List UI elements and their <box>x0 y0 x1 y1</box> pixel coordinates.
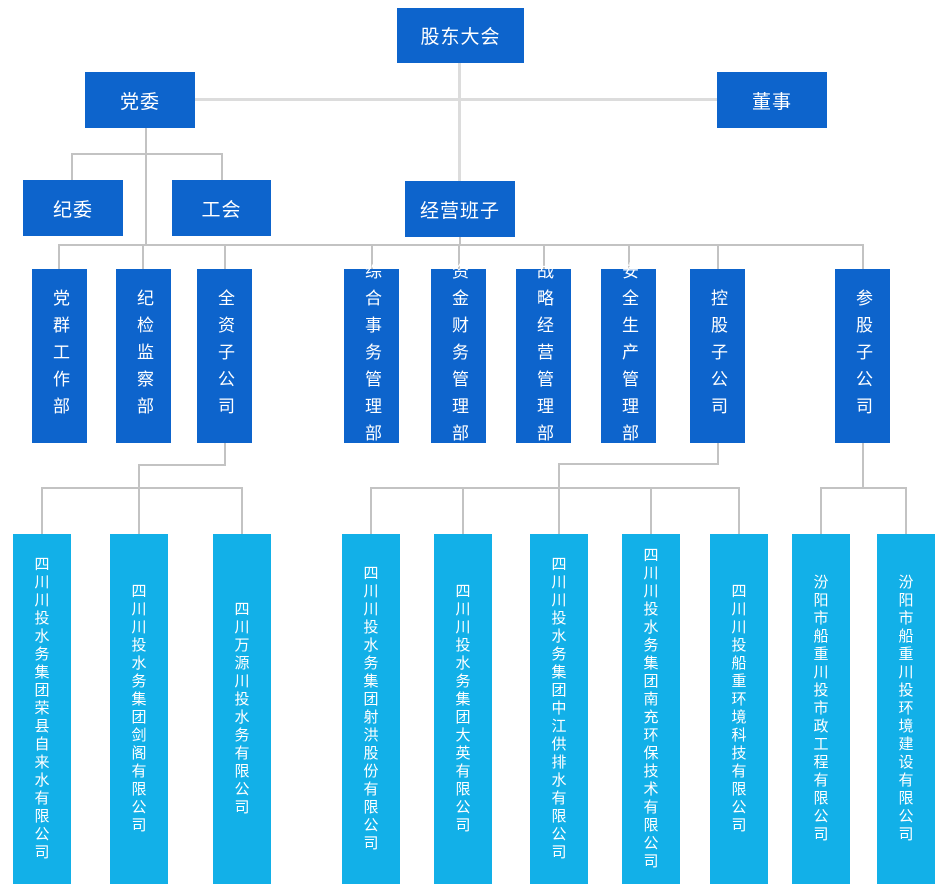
node-holding-subsidiaries: 控股子公司 <box>690 269 745 443</box>
connector-to-discipline <box>71 153 73 180</box>
node-label: 参股子公司 <box>852 288 872 424</box>
connector-stub-dept-4 <box>371 244 373 269</box>
node-label: 汾阳市船重川投环境建设有限公司 <box>896 574 915 844</box>
connector-stub-dept-2 <box>142 244 144 269</box>
node-label: 资金财务管理部 <box>448 261 468 451</box>
connector-wholly-down <box>224 443 226 465</box>
node-equity-subsidiaries: 参股子公司 <box>835 269 890 443</box>
node-label: 董事 <box>751 90 792 113</box>
node-label: 全资子公司 <box>214 288 234 424</box>
connector-stub-sub-9 <box>820 487 822 534</box>
node-label: 工会 <box>201 198 242 221</box>
connector-root-management <box>458 63 461 181</box>
node-wholly-owned-subsidiaries: 全资子公司 <box>197 269 252 443</box>
node-label: 四川川投水务集团荣县自来水有限公司 <box>32 556 51 862</box>
node-subsidiary-8: 四川川投船重环境科技有限公司 <box>710 534 768 884</box>
connector-party-branch <box>71 153 223 155</box>
node-dept-strategy: 战略经营管理部 <box>516 262 571 451</box>
node-label: 党委 <box>119 90 160 113</box>
node-label: 安全生产管理部 <box>618 261 638 451</box>
connector-wholly-jog-h <box>138 464 226 466</box>
connector-stub-sub-3 <box>241 487 243 534</box>
connector-stub-sub-6 <box>558 487 560 534</box>
node-label: 四川川投水务集团南充环保技术有限公司 <box>641 547 660 871</box>
node-label: 汾阳市船重川投市政工程有限公司 <box>811 574 830 844</box>
connector-stub-dept-9 <box>862 244 864 269</box>
connector-party-down <box>145 128 147 246</box>
connector-equity-rail <box>820 487 906 489</box>
node-label: 四川川投水务集团中江供排水有限公司 <box>549 556 568 862</box>
connector-holding-jog-v <box>558 463 560 488</box>
connector-stub-sub-10 <box>905 487 907 534</box>
connector-wholly-rail <box>41 487 243 489</box>
node-subsidiary-4: 四川川投水务集团射洪股份有限公司 <box>342 534 400 884</box>
connector-management-down <box>459 237 461 246</box>
connector-stub-dept-7 <box>628 244 630 269</box>
connector-stub-sub-2 <box>138 487 140 534</box>
node-subsidiary-5: 四川川投水务集团大英有限公司 <box>434 534 492 884</box>
node-subsidiary-1: 四川川投水务集团荣县自来水有限公司 <box>13 534 71 884</box>
node-label: 四川川投船重环境科技有限公司 <box>729 583 748 835</box>
node-label: 四川川投水务集团大英有限公司 <box>453 583 472 835</box>
connector-holding-down <box>717 443 719 464</box>
node-label: 四川万源川投水务有限公司 <box>232 601 251 817</box>
connector-stub-sub-5 <box>462 487 464 534</box>
connector-stub-sub-8 <box>738 487 740 534</box>
node-subsidiary-9: 汾阳市船重川投市政工程有限公司 <box>792 534 850 884</box>
connector-stub-sub-4 <box>370 487 372 534</box>
node-label: 纪检监察部 <box>133 288 153 424</box>
node-label: 控股子公司 <box>707 288 727 424</box>
connector-to-union <box>221 153 223 180</box>
connector-departments-rail <box>58 244 864 246</box>
connector-stub-sub-1 <box>41 487 43 534</box>
connector-stub-sub-7 <box>650 487 652 534</box>
node-management-team: 经营班子 <box>405 181 515 237</box>
node-subsidiary-7: 四川川投水务集团南充环保技术有限公司 <box>622 534 680 884</box>
node-label: 四川川投水务集团射洪股份有限公司 <box>361 565 380 853</box>
node-label: 股东大会 <box>420 26 501 48</box>
connector-equity-down <box>862 443 864 488</box>
node-label: 经营班子 <box>419 199 500 222</box>
connector-wholly-jog-v <box>138 464 140 488</box>
connector-party-directors <box>195 98 717 101</box>
connector-stub-dept-1 <box>58 244 60 269</box>
node-dept-party-masses-work: 党群工作部 <box>32 269 87 443</box>
connector-stub-dept-3 <box>224 244 226 269</box>
node-discipline-committee: 纪委 <box>23 180 123 236</box>
node-label: 战略经营管理部 <box>533 261 553 451</box>
connector-holding-rail <box>370 487 740 489</box>
node-dept-discipline-inspection: 纪检监察部 <box>116 269 171 443</box>
node-subsidiary-6: 四川川投水务集团中江供排水有限公司 <box>530 534 588 884</box>
node-dept-safety-production: 安全生产管理部 <box>601 262 656 451</box>
connector-stub-dept-5 <box>458 244 460 269</box>
node-labor-union: 工会 <box>172 180 271 236</box>
node-label: 综合事务管理部 <box>361 261 381 451</box>
connector-holding-jog-h <box>558 463 719 465</box>
node-label: 四川川投水务集团剑阁有限公司 <box>129 583 148 835</box>
node-directors: 董事 <box>717 72 827 128</box>
connector-stub-dept-8 <box>717 244 719 269</box>
node-dept-finance: 资金财务管理部 <box>431 262 486 451</box>
node-subsidiary-10: 汾阳市船重川投环境建设有限公司 <box>877 534 935 884</box>
node-party-committee: 党委 <box>85 72 195 128</box>
node-dept-general-affairs: 综合事务管理部 <box>344 262 399 451</box>
node-subsidiary-3: 四川万源川投水务有限公司 <box>213 534 271 884</box>
node-label: 党群工作部 <box>49 288 69 424</box>
connector-stub-dept-6 <box>543 244 545 269</box>
node-shareholders-meeting: 股东大会 <box>397 8 524 63</box>
node-label: 纪委 <box>52 198 93 221</box>
node-subsidiary-2: 四川川投水务集团剑阁有限公司 <box>110 534 168 884</box>
